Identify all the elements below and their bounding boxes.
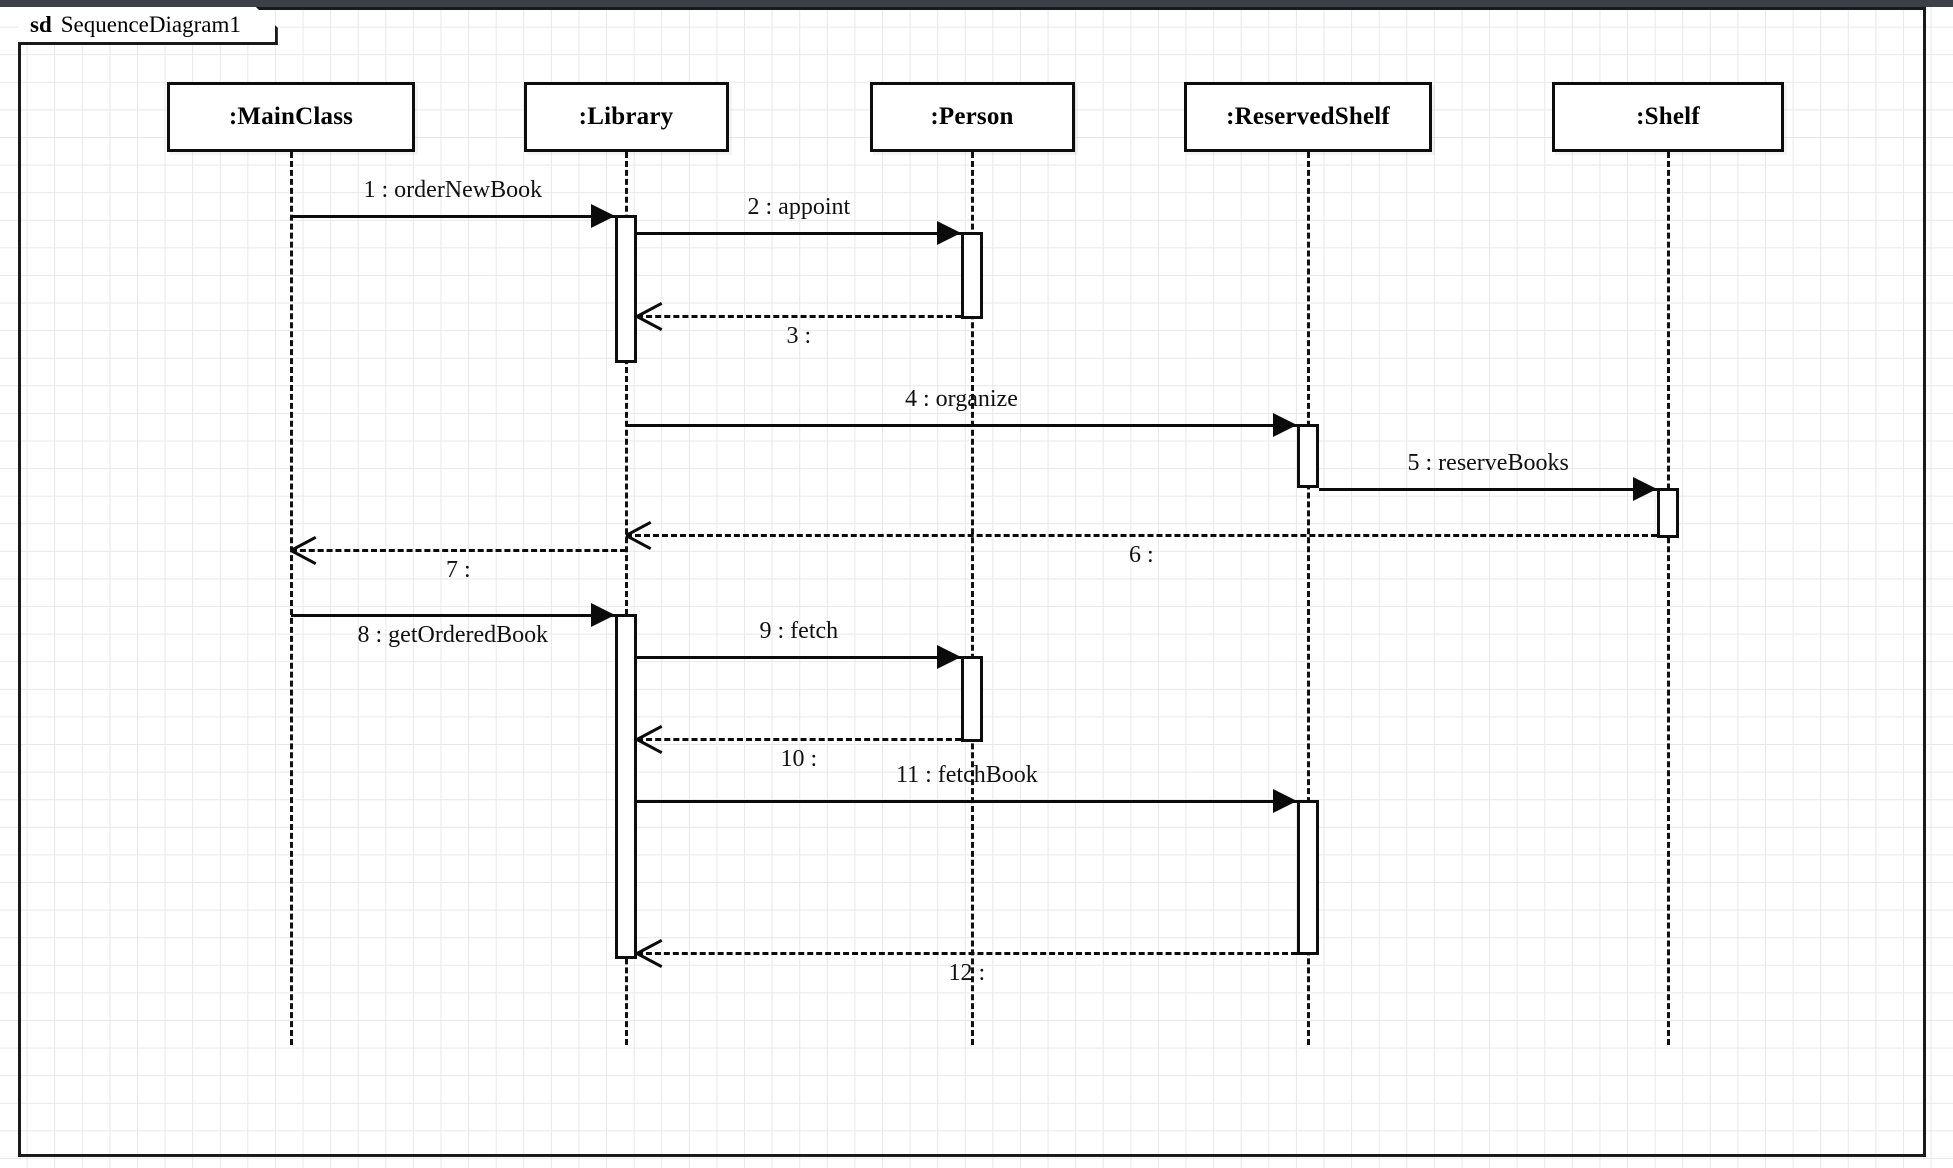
message-line-11[interactable] <box>637 800 1297 803</box>
message-line-10[interactable] <box>637 738 961 741</box>
message-line-8[interactable] <box>291 614 615 617</box>
frame-title: SequenceDiagram1 <box>60 11 241 37</box>
editor-top-strip <box>0 0 1953 7</box>
lifeline-label: :Library <box>578 103 674 130</box>
frame-label-tag[interactable]: sd SequenceDiagram1 <box>18 7 278 45</box>
message-line-5[interactable] <box>1319 488 1657 491</box>
message-label-5: 5 : reserveBooks <box>1407 450 1569 476</box>
lifeline-head-shelf[interactable]: :Shelf <box>1552 82 1784 152</box>
message-line-7[interactable] <box>291 549 626 552</box>
activation-bar-person[interactable] <box>961 656 983 742</box>
activation-bar-reservedshelf[interactable] <box>1297 424 1319 488</box>
lifeline-label: :MainClass <box>228 103 354 130</box>
arrowhead-open-icon <box>637 301 663 329</box>
frame-kind-keyword: sd <box>30 11 52 37</box>
arrowhead-filled-icon <box>1633 477 1657 501</box>
message-line-9[interactable] <box>637 656 961 659</box>
message-label-7: 7 : <box>446 557 471 583</box>
lifeline-label: :Shelf <box>1636 103 1700 130</box>
lifeline-head-person[interactable]: :Person <box>869 82 1075 152</box>
message-label-9: 9 : fetch <box>759 618 839 644</box>
arrowhead-open-icon <box>626 520 652 548</box>
activation-bar-reservedshelf[interactable] <box>1297 800 1319 955</box>
message-line-6[interactable] <box>626 534 1657 537</box>
arrowhead-filled-icon <box>937 645 961 669</box>
lifeline-label: :ReservedShelf <box>1226 103 1390 130</box>
lifeline-mainclass[interactable] <box>290 152 293 1045</box>
message-line-3[interactable] <box>637 315 961 318</box>
lifeline-head-library[interactable]: :Library <box>523 82 729 152</box>
message-label-1: 1 : orderNewBook <box>363 177 543 203</box>
message-label-2: 2 : appoint <box>747 194 851 220</box>
interaction-frame <box>18 7 1926 1157</box>
lifeline-head-mainclass[interactable]: :MainClass <box>167 82 415 152</box>
arrowhead-filled-icon <box>591 204 615 228</box>
lifeline-person[interactable] <box>971 152 974 1045</box>
activation-bar-shelf[interactable] <box>1657 488 1679 538</box>
lifeline-shelf[interactable] <box>1667 152 1670 1045</box>
activation-bar-library[interactable] <box>615 614 637 959</box>
message-label-3: 3 : <box>786 323 812 349</box>
lifeline-head-reservedshelf[interactable]: :ReservedShelf <box>1184 82 1432 152</box>
message-line-12[interactable] <box>637 952 1297 955</box>
arrowhead-open-icon <box>637 724 663 752</box>
lifeline-label: :Person <box>930 103 1014 130</box>
arrowhead-filled-icon <box>1273 789 1297 813</box>
arrowhead-filled-icon <box>937 221 961 245</box>
lifeline-reservedshelf[interactable] <box>1307 152 1310 1045</box>
message-line-4[interactable] <box>626 424 1297 427</box>
message-label-11: 11 : fetchBook <box>896 762 1038 788</box>
arrowhead-filled-icon <box>1273 413 1297 437</box>
activation-bar-library[interactable] <box>615 215 637 363</box>
activation-bar-person[interactable] <box>961 232 983 319</box>
arrowhead-open-icon <box>291 535 317 563</box>
arrowhead-open-icon <box>637 938 663 966</box>
message-label-12: 12 : <box>948 960 986 986</box>
lifeline-library[interactable] <box>625 152 628 1045</box>
message-label-10: 10 : <box>780 746 818 772</box>
message-line-2[interactable] <box>637 232 961 235</box>
message-line-1[interactable] <box>291 215 615 218</box>
message-label-6: 6 : <box>1129 542 1154 568</box>
arrowhead-filled-icon <box>591 603 615 627</box>
message-label-8: 8 : getOrderedBook <box>357 622 549 648</box>
message-label-4: 4 : organize <box>905 386 1018 412</box>
